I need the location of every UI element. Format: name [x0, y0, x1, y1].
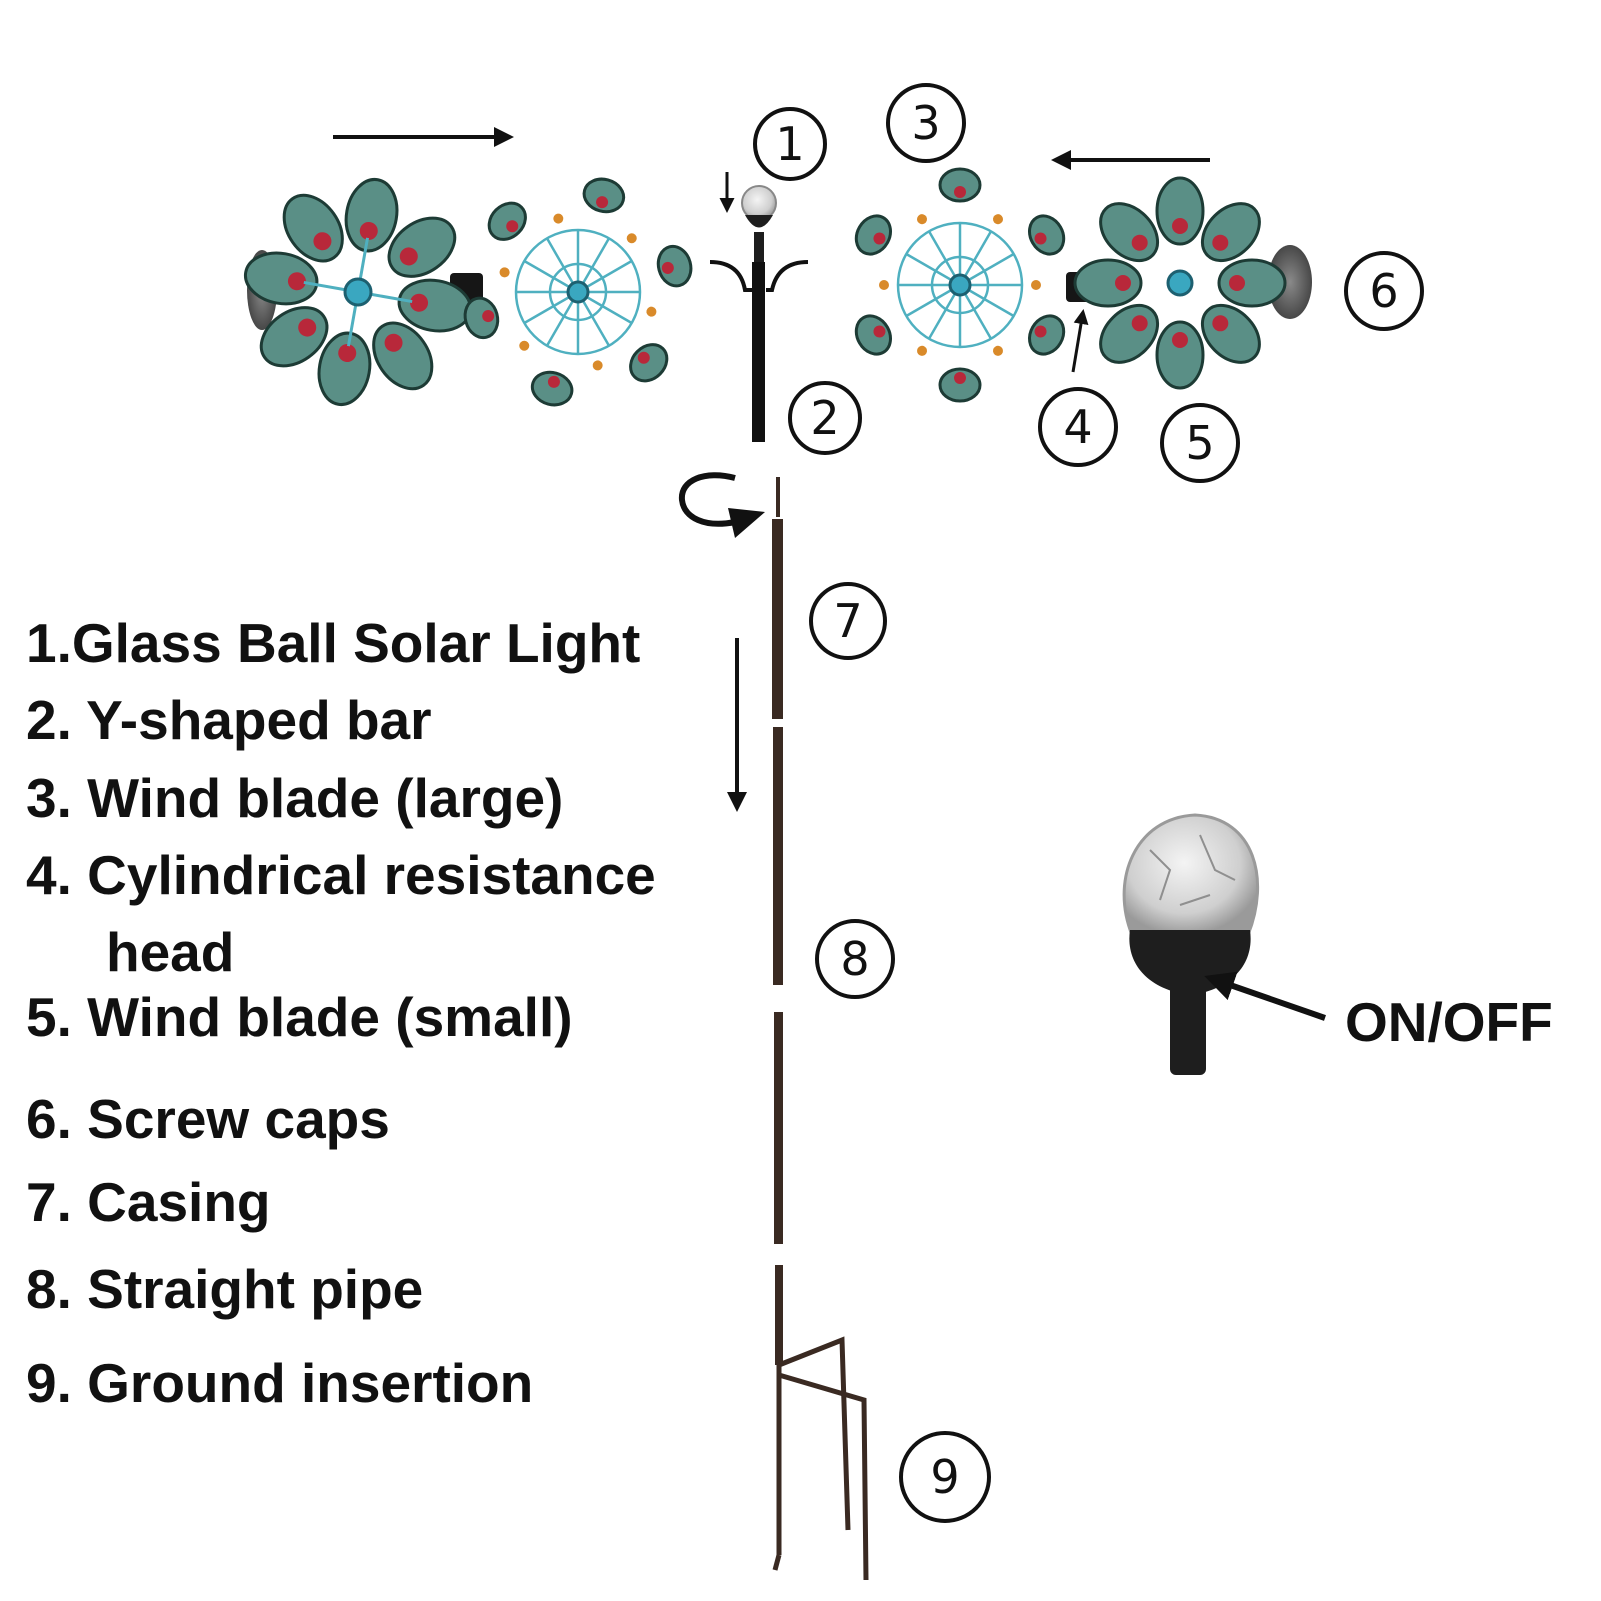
svg-text:8: 8	[840, 932, 869, 986]
ground-insertion	[772, 1336, 869, 1581]
svg-text:4: 4	[1063, 400, 1092, 454]
straight-pipe-bottom	[775, 1265, 783, 1365]
glass-ball-solar-light	[741, 185, 777, 262]
legend-item-5: 5. Wind blade (small)	[26, 986, 573, 1048]
pole-top-tip	[776, 477, 780, 517]
legend-item-8: 8. Straight pipe	[26, 1258, 424, 1320]
svg-text:1: 1	[775, 117, 804, 171]
svg-text:7: 7	[833, 594, 862, 648]
screw-cap-right	[1268, 245, 1312, 319]
on-off-label: ON/OFF	[1345, 991, 1553, 1053]
legend-item-2: 2. Y-shaped bar	[26, 689, 432, 751]
straight-pipe-upper	[773, 727, 783, 985]
legend-item-4: 4. Cylindrical resistance	[26, 844, 656, 906]
large-wind-blade-right	[854, 167, 1066, 403]
pole	[772, 477, 783, 1365]
callout-4: 4	[1038, 387, 1118, 467]
parts-legend: 1.Glass Ball Solar Light 2. Y-shaped bar…	[26, 0, 786, 1601]
large-wind-blade-left	[463, 177, 693, 407]
solar-light-detail	[1122, 813, 1260, 1075]
on-off-arrow	[1204, 971, 1326, 1021]
callout-8: 8	[815, 919, 895, 999]
callout-9: 9	[899, 1431, 991, 1523]
resistance-head-arrow	[1071, 309, 1089, 373]
callout-6: 6	[1344, 251, 1424, 331]
svg-text:3: 3	[911, 96, 940, 150]
legend-item-9: 9. Ground insertion	[26, 1352, 534, 1414]
legend-item-6: 6. Screw caps	[26, 1088, 390, 1150]
casing	[772, 519, 783, 719]
legend-item-3: 3. Wind blade (large)	[26, 767, 564, 829]
callout-7: 7	[809, 582, 887, 660]
small-wind-blade-right	[1073, 176, 1287, 390]
clockwise-arrow-icon	[678, 472, 765, 538]
legend-item-4-continued: head	[106, 921, 235, 983]
svg-text:5: 5	[1185, 416, 1214, 470]
svg-text:9: 9	[930, 1450, 959, 1504]
y-shaped-bar	[709, 260, 809, 442]
legend-item-7: 7. Casing	[26, 1171, 271, 1233]
callout-5: 5	[1160, 403, 1240, 483]
callout-1: 1	[753, 107, 827, 181]
svg-text:6: 6	[1369, 264, 1398, 318]
callout-3: 3	[886, 83, 966, 163]
legend-item-1: 1.Glass Ball Solar Light	[26, 612, 641, 674]
callout-2: 2	[788, 381, 862, 455]
small-wind-blade-left	[243, 177, 473, 407]
straight-pipe-lower	[774, 1012, 783, 1244]
svg-text:2: 2	[810, 391, 839, 445]
